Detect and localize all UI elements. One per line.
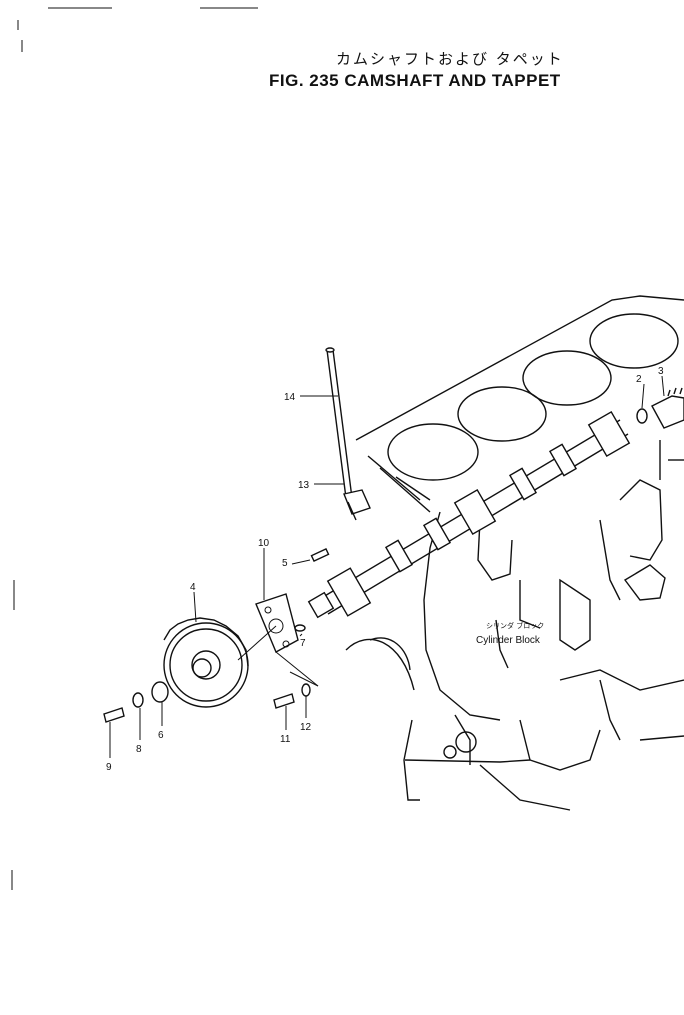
camshaft-front-parts (103, 547, 330, 723)
callout-8: 8 (136, 744, 142, 755)
callout-10: 10 (258, 538, 270, 549)
callout-6: 6 (158, 730, 164, 741)
lock-washer-part-8 (132, 692, 144, 708)
camshaft-journal-center (453, 488, 497, 536)
push-rod-part-14 (326, 349, 353, 499)
bolt-part-11 (273, 693, 295, 709)
cylinder-block (345, 295, 684, 811)
gear-part-3 (651, 395, 684, 429)
plug-part-2 (636, 408, 648, 424)
cylinder-bore-4 (589, 313, 679, 369)
callout-3: 3 (658, 366, 664, 377)
cylinder-block-label-japanese: シリンダ ブロック (486, 621, 544, 630)
page-edge-marks (11, 7, 258, 890)
cylinder-bore-1 (387, 423, 479, 481)
leader-lines (109, 375, 665, 758)
key-part-5 (310, 547, 330, 563)
push-rod-and-tappet (325, 347, 371, 521)
tappet-part-13 (343, 489, 371, 515)
callout-9: 9 (106, 762, 112, 773)
cylinder-bore-2 (457, 386, 547, 442)
callout-7: 7 (300, 638, 306, 649)
camshaft-journal-rear (587, 410, 631, 458)
camshaft-journal-front (326, 567, 372, 617)
camshaft-front-end (307, 591, 335, 619)
callout-14: 14 (284, 392, 296, 403)
callout-4: 4 (190, 582, 196, 593)
camshaft-rear-parts (636, 387, 684, 429)
callout-2: 2 (636, 374, 642, 385)
callout-5: 5 (282, 558, 288, 569)
camshaft (307, 410, 631, 619)
callout-12: 12 (300, 722, 312, 733)
callout-labels: 2 3 4 5 6 7 8 9 10 11 12 13 14 (106, 366, 664, 773)
washer-part-7 (294, 624, 306, 632)
figure-title-japanese: カムシャフトおよび タペット (336, 50, 564, 68)
timing-gear-part-4 (163, 622, 249, 708)
washer-part-12 (301, 683, 311, 697)
callout-13: 13 (298, 480, 310, 491)
thrust-plate-part-10 (255, 593, 299, 653)
bolt-part-9 (103, 707, 125, 723)
callout-11: 11 (280, 734, 291, 745)
cylinder-bore-3 (522, 350, 612, 406)
cylinder-block-label: シリンダ ブロック Cylinder Block (476, 621, 544, 646)
washer-part-6 (151, 681, 169, 703)
figure-title: FIG. 235 CAMSHAFT AND TAPPET (269, 71, 561, 90)
cylinder-block-label-english: Cylinder Block (476, 635, 541, 646)
